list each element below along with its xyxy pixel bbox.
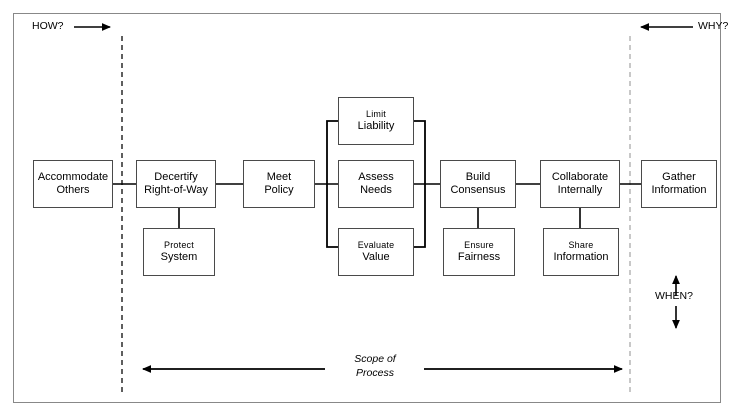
process-box-line-2: System: [160, 250, 198, 263]
scope-line-1: Scope of: [354, 353, 396, 365]
process-box-line-1: Gather: [662, 171, 696, 184]
process-box-line-2: Consensus: [450, 184, 506, 196]
process-box-line-2: Internally: [557, 184, 603, 196]
process-box-line-2: Liability: [357, 119, 395, 132]
process-box-line-2: Information: [651, 184, 707, 196]
process-box-line-2: Needs: [360, 184, 392, 196]
sub-connectors: [178, 208, 581, 228]
process-box-line-1: Share: [568, 240, 594, 251]
process-box-line-1: Collaborate: [551, 171, 609, 184]
process-box-line-2: Others: [56, 184, 90, 196]
why-label: WHY?: [698, 20, 729, 32]
bracket-right: [414, 120, 426, 248]
process-box-line-2: Right-of-Way: [144, 184, 208, 196]
process-box-line-1: Meet: [266, 171, 292, 184]
process-box-line-2: Information: [553, 250, 609, 263]
diagram-frame: [13, 13, 721, 403]
scope-line-2: Process: [356, 367, 394, 380]
how-label: HOW?: [32, 20, 64, 32]
process-box-line-2: Value: [362, 250, 390, 263]
process-box-line-1: Limit: [365, 109, 386, 120]
process-box-line-1: Assess: [358, 171, 394, 184]
bracket-left: [326, 120, 338, 248]
process-box-line-1: Build: [465, 171, 491, 184]
process-box-line-1: Ensure: [464, 240, 494, 251]
process-box-line-1: Accommodate: [37, 171, 109, 184]
process-box-line-1: Decertify: [154, 171, 198, 184]
process-box-line-2: Fairness: [457, 250, 501, 263]
scope-of-process-label: Scope of Process: [330, 352, 420, 380]
process-box-line-2: Policy: [264, 184, 294, 196]
when-label: WHEN?: [655, 290, 693, 302]
process-box-line-1: Evaluate: [357, 240, 395, 251]
process-box-line-1: Protect: [164, 240, 194, 251]
